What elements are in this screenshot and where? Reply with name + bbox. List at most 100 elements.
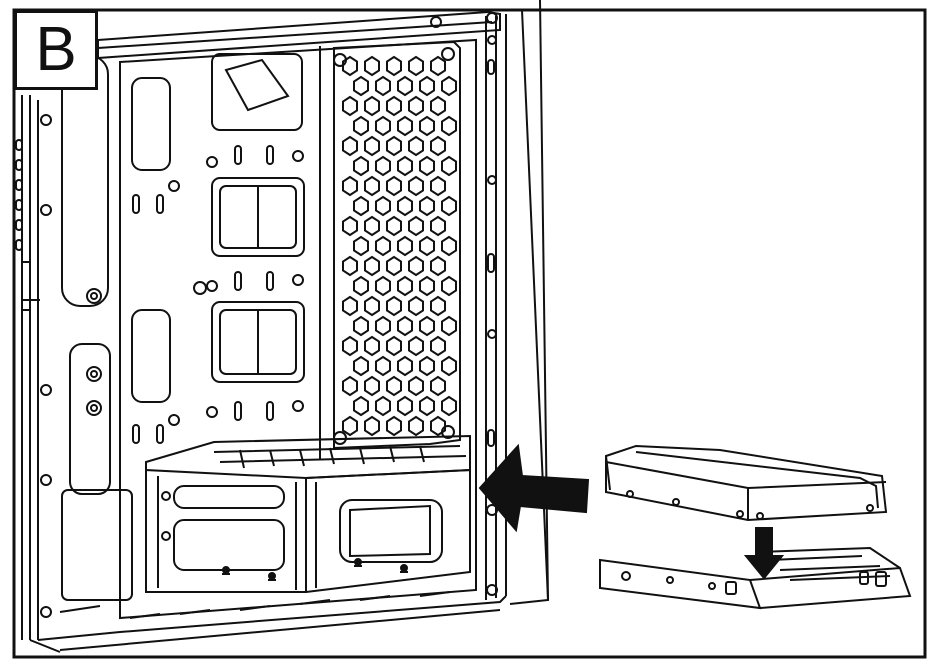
mesh-hole (441, 115, 457, 137)
mesh-hole (430, 135, 446, 157)
mesh-hole (364, 135, 380, 157)
mesh-hole (408, 215, 424, 237)
mesh-hole (430, 55, 446, 77)
mesh-hole (353, 235, 369, 257)
mesh-hole (419, 195, 435, 217)
mesh-hole (441, 355, 457, 377)
mesh-hole (397, 195, 413, 217)
mesh-hole (386, 375, 402, 397)
mesh-hole (364, 95, 380, 117)
mesh-hole (386, 415, 402, 437)
mesh-hole (353, 355, 369, 377)
mesh-hole (386, 135, 402, 157)
mesh-hole (419, 355, 435, 377)
mesh-hole (419, 315, 435, 337)
mesh-hole (375, 235, 391, 257)
mesh-hole (430, 295, 446, 317)
mesh-hole (430, 95, 446, 117)
mesh-hole (342, 175, 358, 197)
mesh-hole (386, 335, 402, 357)
mesh-hole (353, 155, 369, 177)
mesh-hole (386, 175, 402, 197)
mesh-hole (430, 335, 446, 357)
mesh-panel (333, 40, 461, 450)
mesh-hole (375, 155, 391, 177)
mesh-hole (386, 255, 402, 277)
mesh-hole (430, 255, 446, 277)
drive-cage (59, 434, 471, 619)
mesh-hole (441, 195, 457, 217)
down-arrow-icon (743, 527, 785, 580)
computer-case (15, 0, 550, 653)
mesh-hole (386, 55, 402, 77)
mesh-hole (364, 175, 380, 197)
mesh-hole (397, 115, 413, 137)
mesh-hole (353, 75, 369, 97)
mesh-hole (408, 135, 424, 157)
mesh-hole (441, 75, 457, 97)
mesh-hole (386, 215, 402, 237)
mesh-hole (430, 215, 446, 237)
mesh-hole (375, 275, 391, 297)
mesh-hole (364, 55, 380, 77)
mesh-hole (430, 375, 446, 397)
outer-frame (12, 8, 927, 659)
mesh-hole (342, 55, 358, 77)
mesh-hole (353, 315, 369, 337)
mesh-hole (375, 75, 391, 97)
mesh-hole (353, 395, 369, 417)
mesh-hole (397, 275, 413, 297)
mesh-hole (397, 315, 413, 337)
mesh-hole (342, 215, 358, 237)
mesh-hole (353, 275, 369, 297)
mesh-hole (430, 175, 446, 197)
mesh-hole (408, 415, 424, 437)
hard-drive (605, 444, 888, 522)
mesh-hole (419, 75, 435, 97)
mesh-hole (375, 115, 391, 137)
mesh-hole (342, 375, 358, 397)
step-label: B (35, 15, 77, 84)
mesh-hole (375, 195, 391, 217)
mesh-hole (408, 175, 424, 197)
mesh-hole (408, 375, 424, 397)
mesh-hole (441, 275, 457, 297)
mesh-hole (342, 415, 358, 437)
mesh-hole (364, 295, 380, 317)
mesh-hole (397, 235, 413, 257)
mesh-hole (419, 395, 435, 417)
mesh-hole (441, 395, 457, 417)
mesh-hole (430, 415, 446, 437)
step-label-box: B (14, 10, 98, 90)
insert-arrow-icon (478, 443, 590, 533)
mesh-hole (408, 335, 424, 357)
mesh-hole (375, 355, 391, 377)
mesh-hole (419, 115, 435, 137)
mesh-hole (397, 355, 413, 377)
mesh-hole (342, 135, 358, 157)
mesh-hole (342, 335, 358, 357)
mesh-hole (364, 375, 380, 397)
mesh-hole (419, 275, 435, 297)
mesh-hole (408, 295, 424, 317)
mesh-hole (364, 215, 380, 237)
mesh-hole (364, 335, 380, 357)
mesh-hole (375, 395, 391, 417)
mesh-hole (397, 75, 413, 97)
mesh-hole (353, 195, 369, 217)
mesh-hole (375, 315, 391, 337)
mesh-hole (441, 155, 457, 177)
mesh-hole (386, 95, 402, 117)
drive-tray (599, 546, 912, 610)
mesh-hole (408, 95, 424, 117)
mesh-hole (364, 415, 380, 437)
mesh-hole (397, 395, 413, 417)
mesh-hole (441, 235, 457, 257)
mesh-hole (397, 155, 413, 177)
mesh-hole (408, 55, 424, 77)
mesh-hole (419, 155, 435, 177)
mesh-hole (353, 115, 369, 137)
mesh-hole (386, 295, 402, 317)
mesh-hole (342, 95, 358, 117)
